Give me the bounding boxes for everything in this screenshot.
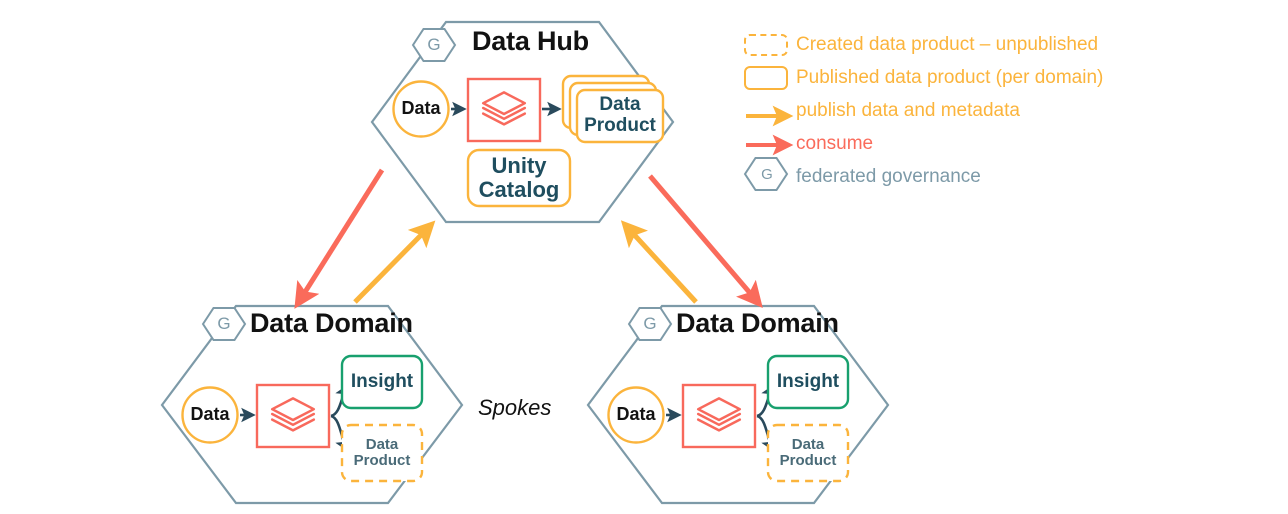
right-domain-insight-label: Insight bbox=[776, 370, 840, 392]
hub-governance-badge-letter: G bbox=[427, 34, 441, 54]
left-domain-data-product-box bbox=[340, 423, 424, 483]
dashed-rect-icon bbox=[744, 33, 796, 56]
left-domain-insight-box bbox=[340, 354, 424, 410]
hub-title: Data Hub bbox=[472, 26, 589, 56]
solid-rect-icon bbox=[744, 65, 796, 90]
left-domain-databricks-engine-box bbox=[255, 383, 331, 449]
hub-data-product-stack bbox=[561, 74, 665, 144]
left-domain-governance-badge-letter: G bbox=[217, 313, 231, 333]
unity-catalog-line1: Unity bbox=[491, 153, 547, 179]
legend-governance-badge-letter: G bbox=[761, 166, 773, 183]
hub-data-product-line1: Data bbox=[599, 94, 641, 116]
right-domain-data-product-label: Data Product bbox=[770, 430, 846, 476]
right-domain-governance-badge-letter: G bbox=[643, 313, 657, 333]
right-domain-title: Data Domain bbox=[676, 308, 839, 338]
hub-data-label: Data bbox=[401, 98, 441, 119]
left-domain-data-circle bbox=[181, 386, 239, 444]
hub-unity-catalog-box bbox=[466, 148, 572, 208]
legend-item-created-data-product: Created data product – unpublished bbox=[744, 30, 1164, 59]
legend-label-publish: publish data and metadata bbox=[796, 100, 1020, 121]
unity-catalog-line2: Catalog bbox=[478, 177, 560, 202]
right-domain-data-label: Data bbox=[616, 404, 656, 425]
hub-data-product-line2: Product bbox=[584, 115, 656, 136]
legend-item-consume: consume bbox=[744, 129, 1164, 158]
right-domain-databricks-engine-box bbox=[681, 383, 757, 449]
hub-databricks-engine-box bbox=[466, 77, 542, 143]
left-domain-data-product-label: Data Product bbox=[344, 430, 420, 476]
hub-unity-catalog-label: Unity Catalog bbox=[470, 152, 568, 204]
left-dp-line2: Product bbox=[353, 452, 411, 469]
left-domain-title: Data Domain bbox=[250, 308, 413, 338]
legend-label-published-data-product: Published data product (per domain) bbox=[796, 67, 1104, 88]
legend-item-federated-governance: federated governance bbox=[744, 162, 1164, 191]
legend-label-created-data-product: Created data product – unpublished bbox=[796, 34, 1099, 55]
right-dp-line1: Data bbox=[791, 435, 825, 453]
left-domain-insight-label: Insight bbox=[350, 370, 414, 392]
legend-item-published-data-product: Published data product (per domain) bbox=[744, 63, 1164, 92]
connector-left-to-hub-publish bbox=[353, 220, 436, 304]
right-domain-data-circle bbox=[607, 386, 665, 444]
left-dp-line1: Data bbox=[365, 435, 399, 453]
connector-hub-to-left-consume bbox=[294, 168, 385, 309]
legend-label-federated-governance: federated governance bbox=[796, 166, 981, 187]
hub-data-product-label: Data Product bbox=[579, 92, 661, 140]
connector-hub-to-right-consume bbox=[648, 174, 763, 308]
legend: Created data product – unpublished Publi… bbox=[744, 30, 1164, 195]
left-domain-data-label: Data bbox=[190, 404, 230, 425]
right-domain-data-product-box bbox=[766, 423, 850, 483]
legend-item-publish: publish data and metadata bbox=[744, 96, 1164, 125]
connector-right-to-hub-publish bbox=[620, 220, 698, 304]
right-domain-insight-box bbox=[766, 354, 850, 410]
right-dp-line2: Product bbox=[779, 452, 837, 469]
spokes-label: Spokes bbox=[478, 395, 552, 420]
legend-label-consume: consume bbox=[796, 133, 874, 154]
hub-data-circle bbox=[392, 80, 450, 138]
